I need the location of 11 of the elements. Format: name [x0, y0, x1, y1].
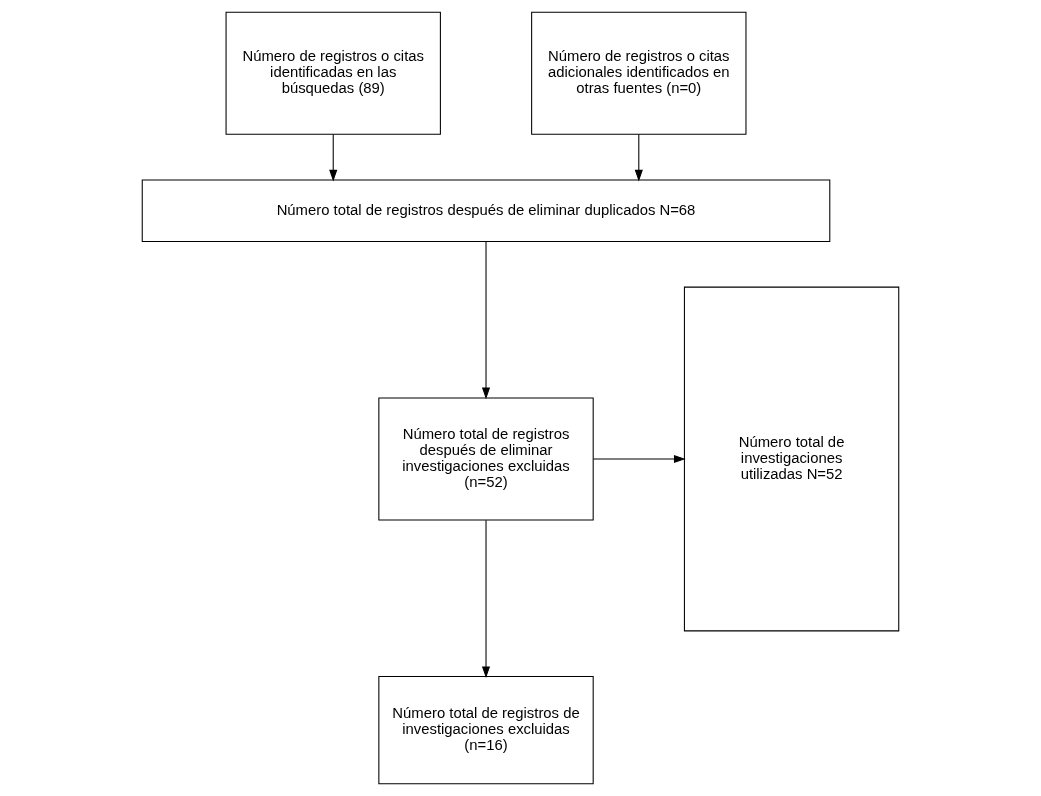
node-box: Número de registros o citas identificadas en las búsquedas (89) — [225, 11, 441, 135]
arrow — [481, 519, 491, 679]
arrow — [592, 454, 686, 464]
arrow — [481, 241, 491, 400]
node-box: Número total de investigaciones utilizadas N=52 — [683, 286, 900, 632]
node-box: Número de registros o citas adicionales identificados en otras fuentes (n=0) — [531, 11, 747, 135]
arrow — [329, 133, 338, 182]
node-box: Número total de registros de investigaciones excluidas (n=16) — [378, 676, 594, 785]
node-box: Número total de registros después de eliminar investigaciones excluidas (n=52) — [378, 397, 594, 521]
arrow — [634, 133, 643, 182]
node-box: Número total de registros después de eliminar duplicados N=68 — [141, 179, 831, 243]
